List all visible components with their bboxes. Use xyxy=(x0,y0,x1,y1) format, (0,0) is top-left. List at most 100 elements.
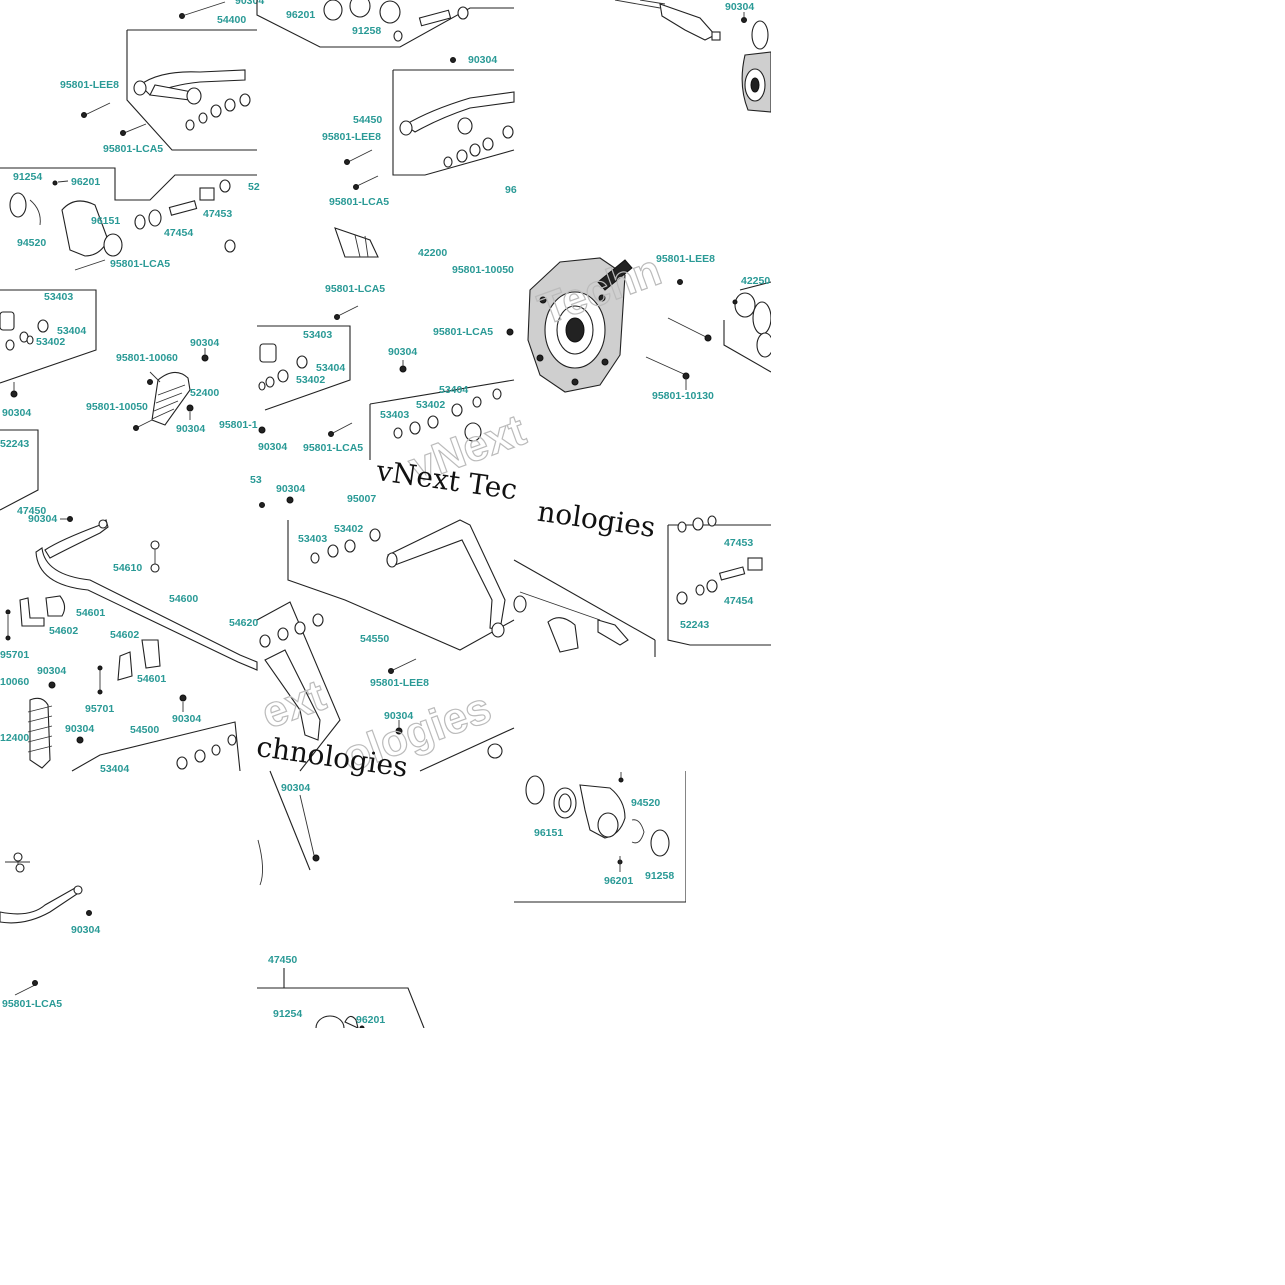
label: 90304 xyxy=(65,723,94,735)
label: 90304 xyxy=(190,337,219,349)
label: 95801-LCA5 xyxy=(2,998,62,1010)
label: 47450 xyxy=(17,505,46,517)
label: 96151 xyxy=(534,827,563,839)
tile-shaft-boot: 47453 47454 52243 xyxy=(513,515,771,657)
label: 95801-LCA5 xyxy=(433,326,493,338)
label: 96201 xyxy=(71,176,100,188)
tile-knuckle-rear: 90304 47450 91254 96201 xyxy=(257,770,425,1041)
blank-area xyxy=(686,657,771,903)
label: 91254 xyxy=(13,171,42,183)
tile-drive-shaft: 90304 xyxy=(614,0,772,113)
label: 52243 xyxy=(0,438,29,450)
label: 54610 xyxy=(113,562,142,574)
label: 47454 xyxy=(164,227,193,239)
tile-stabilizer: 90304 54610 54600 54601 54602 54620 9570… xyxy=(0,513,258,775)
label: 54601 xyxy=(76,607,105,619)
tile-hub-bearing: 94520 96151 96201 91258 xyxy=(514,771,687,903)
label: 95801-1 xyxy=(219,419,258,431)
label: 47453 xyxy=(724,537,753,549)
blank-area xyxy=(514,903,771,1028)
label: 52243 xyxy=(680,619,709,631)
label: 12400 xyxy=(0,732,29,744)
label: 53403 xyxy=(380,409,409,421)
label: 96 xyxy=(505,184,517,196)
label: 90304 xyxy=(384,710,413,722)
label: 91254 xyxy=(273,1008,302,1020)
tile-lower-arm: 53403 53402 54550 95801-LEE8 90304 xyxy=(256,519,527,772)
watermark-text: nologies xyxy=(536,495,658,544)
label: 90304 xyxy=(71,924,100,936)
watermark-outline: ext xyxy=(255,671,332,739)
label: 96201 xyxy=(604,875,633,887)
label: 52 xyxy=(248,181,260,193)
label: 53 xyxy=(250,474,262,486)
label: 90304 xyxy=(37,665,66,677)
label: 90304 xyxy=(235,0,264,7)
label: 95007 xyxy=(347,493,376,505)
label: 53402 xyxy=(416,399,445,411)
label: 90304 xyxy=(2,407,31,419)
label: 47450 xyxy=(268,954,297,966)
label: 96201 xyxy=(286,9,315,21)
label: 95801-LEE8 xyxy=(656,253,715,265)
label: 90304 xyxy=(468,54,497,66)
label: 90304 xyxy=(176,423,205,435)
label: 54601 xyxy=(137,673,166,685)
label: 90304 xyxy=(276,483,305,495)
label: 95801-10130 xyxy=(652,390,714,402)
label: 54450 xyxy=(353,114,382,126)
tile-shock-front: 53403 53404 53402 90304 95801-10060 9030… xyxy=(0,289,219,517)
label: 53404 xyxy=(316,362,345,374)
label: 54550 xyxy=(360,633,389,645)
tile-upper-arm-rear: 96201 91258 90304 54450 95801-LEE8 95801… xyxy=(256,0,517,259)
label: 53402 xyxy=(296,374,325,386)
label: 95701 xyxy=(85,703,114,715)
tile-differential: 95801-LEE8 42250 95801-10130 xyxy=(527,253,774,402)
label: 54600 xyxy=(169,593,198,605)
label: 54620 xyxy=(229,617,258,629)
blank-area xyxy=(0,1028,771,1285)
label: 10060 xyxy=(0,676,29,688)
label: 90304 xyxy=(388,346,417,358)
label: 95801-LEE8 xyxy=(60,79,119,91)
label: 96201 xyxy=(356,1014,385,1026)
blank-area xyxy=(771,0,1285,1285)
label: 54602 xyxy=(49,625,78,637)
label: 42250 xyxy=(741,275,770,287)
label: 96151 xyxy=(91,215,120,227)
label: 95801-LCA5 xyxy=(103,143,163,155)
label: 94520 xyxy=(17,237,46,249)
label: 95801-LEE8 xyxy=(370,677,429,689)
label: 53402 xyxy=(334,523,363,535)
tile-lower-arm-bushings: 95801-LCA5 95801-10050 95801-LCA5 53403 … xyxy=(219,264,515,508)
label: 95801-LCA5 xyxy=(329,196,389,208)
label: 95801-LEE8 xyxy=(322,131,381,143)
label: 53404 xyxy=(100,763,129,775)
label: 54602 xyxy=(110,629,139,641)
label: 95801-10050 xyxy=(86,401,148,413)
label: 95801-LCA5 xyxy=(325,283,385,295)
label: 95701 xyxy=(0,649,29,661)
label: 47453 xyxy=(203,208,232,220)
label: 94520 xyxy=(631,797,660,809)
label: 91258 xyxy=(645,870,674,882)
label: 95801-LCA5 xyxy=(303,442,363,454)
label: 90304 xyxy=(725,1,754,13)
label: 42200 xyxy=(418,247,447,259)
label: 91258 xyxy=(352,25,381,37)
label: 90304 xyxy=(172,713,201,725)
label: 53404 xyxy=(439,384,468,396)
label: 53402 xyxy=(36,336,65,348)
tile-stabilizer-rear: 90304 95801-LCA5 xyxy=(0,852,100,1010)
label: 95801-10050 xyxy=(452,264,514,276)
label: 90304 xyxy=(28,513,57,525)
label: 95801-10060 xyxy=(116,352,178,364)
label: 53403 xyxy=(303,329,332,341)
tile-upper-arm-front: 90304 54400 95801-LEE8 95801-LCA5 91254 … xyxy=(0,0,264,271)
label: 90304 xyxy=(258,441,287,453)
label: 95801-LCA5 xyxy=(110,258,170,270)
label: 53403 xyxy=(44,291,73,303)
label: 90304 xyxy=(281,782,310,794)
label: 53403 xyxy=(298,533,327,545)
